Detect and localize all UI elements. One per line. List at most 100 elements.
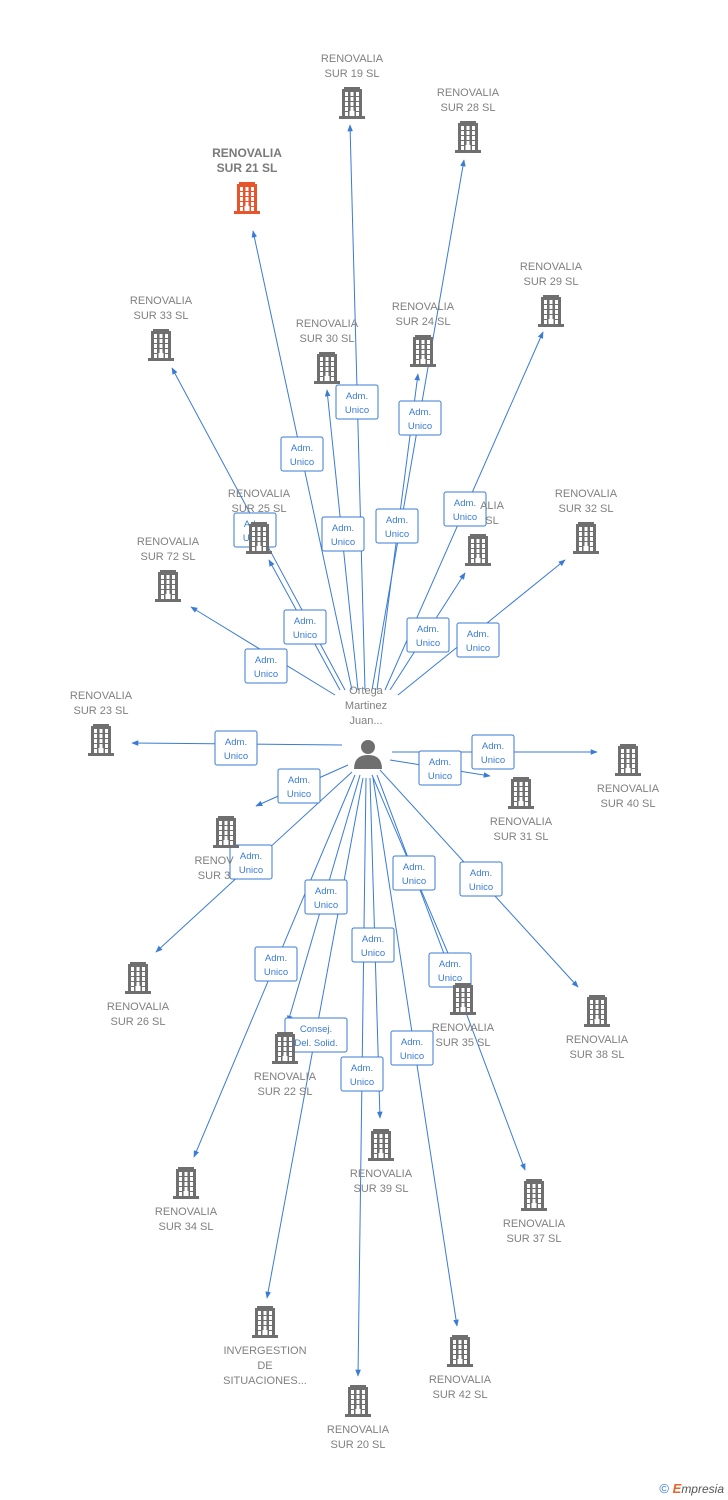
company-label-line: RENOVALIA bbox=[566, 1034, 629, 1046]
edge-label-line: Adm. bbox=[403, 862, 425, 873]
edge-label-line: Unico bbox=[254, 669, 278, 680]
edge-label-sur30[interactable]: Adm.Unico bbox=[321, 516, 365, 552]
company-label-line: DE bbox=[257, 1360, 272, 1372]
edge-label-sur19[interactable]: Adm.Unico bbox=[335, 384, 379, 420]
building-icon bbox=[339, 87, 365, 119]
edge-label-sur31[interactable]: Adm. Unico bbox=[418, 750, 462, 786]
company-label-line: RENOVALIA bbox=[296, 318, 359, 330]
edge-label-line: Adm. bbox=[470, 868, 492, 879]
edge-label-text: Adm.Unico bbox=[400, 1037, 424, 1062]
edge-label-line: Adm. bbox=[482, 741, 504, 752]
edge-label-line: Unico bbox=[428, 771, 452, 782]
company-label-line: SUR 38 SL bbox=[569, 1049, 624, 1061]
building-icon bbox=[538, 295, 564, 327]
company-label-line: SUR 26 SL bbox=[110, 1016, 165, 1028]
company-label-line: SL bbox=[485, 515, 498, 527]
edge-label-sur29[interactable]: Adm.Unico bbox=[443, 491, 487, 527]
edge-label-box bbox=[392, 855, 436, 891]
edge-label-box bbox=[428, 952, 472, 988]
building-icon bbox=[584, 995, 610, 1027]
company-label-line: SUR 39 SL bbox=[353, 1183, 408, 1195]
edge-label-line: Adm. bbox=[429, 757, 451, 768]
edge-label-box bbox=[398, 400, 442, 436]
company-label-line: RENOVALIA bbox=[130, 295, 193, 307]
edge-label-sur26[interactable]: Adm.Unico bbox=[229, 844, 273, 880]
edge-label-sur23[interactable]: Adm.Unico bbox=[214, 730, 258, 766]
edge-label-sur24[interactable]: Adm.Unico bbox=[375, 508, 419, 544]
copyright-footer[interactable]: © Empresia bbox=[659, 1481, 724, 1496]
edge-label-sur28[interactable]: Adm.Unico bbox=[398, 400, 442, 436]
edge-label-line: Adm. bbox=[255, 655, 277, 666]
edge-label-box bbox=[340, 1056, 384, 1092]
edge-label-line: Adm. bbox=[315, 886, 337, 897]
company-label-line: SUR 21 SL bbox=[217, 161, 278, 175]
edge-label-sur27[interactable]: Adm.Unico bbox=[406, 617, 450, 653]
edge-label-sur20[interactable]: Adm.Unico bbox=[340, 1056, 384, 1092]
edge-label-sur37[interactable]: Adm.Unico bbox=[428, 952, 472, 988]
edge-label-sur42[interactable]: Adm.Unico bbox=[390, 1030, 434, 1066]
company-label-line: SUR 19 SL bbox=[324, 68, 379, 80]
edge-label-sur38[interactable]: Adm.Unico bbox=[459, 861, 503, 897]
edge-label-text: Adm.Unico bbox=[331, 523, 355, 548]
edge-label-sur39[interactable]: Adm.Unico bbox=[351, 927, 395, 963]
edge-label-sur32[interactable]: Adm.Unico bbox=[456, 622, 500, 658]
edge-label-invergestion[interactable]: Adm.Unico bbox=[304, 879, 348, 915]
edge-label-box bbox=[375, 508, 419, 544]
edge-label-line: Del. Solid. bbox=[294, 1038, 337, 1049]
edge-label-sur25[interactable]: Adm.Unico bbox=[283, 609, 327, 645]
brand-logo-icon: E bbox=[672, 1481, 682, 1496]
company-node-sur27[interactable]: ALIA SL bbox=[465, 500, 505, 566]
edge-label-sur72[interactable]: Adm. Unico bbox=[244, 648, 288, 684]
edge-label-sur21[interactable]: Adm.Unico bbox=[280, 436, 324, 472]
edge-label-sur36[interactable]: Adm.Unico bbox=[277, 768, 321, 804]
edge-label-text: Adm.Unico bbox=[416, 624, 440, 649]
edge-label-text: Adm.Unico bbox=[438, 959, 462, 984]
edge-label-sur35[interactable]: Adm.Unico bbox=[392, 855, 436, 891]
building-icon bbox=[173, 1167, 199, 1199]
company-label-line: ALIA bbox=[480, 500, 505, 512]
building-icon bbox=[521, 1179, 547, 1211]
edge-label-box bbox=[406, 617, 450, 653]
company-node-sur38[interactable]: RENOVALIA SUR 38 SL bbox=[566, 995, 629, 1061]
company-label-line: RENOVALIA bbox=[520, 261, 583, 273]
edge-label-sur34[interactable]: Adm.Unico bbox=[254, 946, 298, 982]
edge-label-line: Unico bbox=[400, 1051, 424, 1062]
company-label-line: RENOVALIA bbox=[254, 1071, 317, 1083]
person-label-line: Ortega bbox=[349, 685, 384, 697]
edge-label-sur40[interactable]: Adm.Unico bbox=[471, 734, 515, 770]
